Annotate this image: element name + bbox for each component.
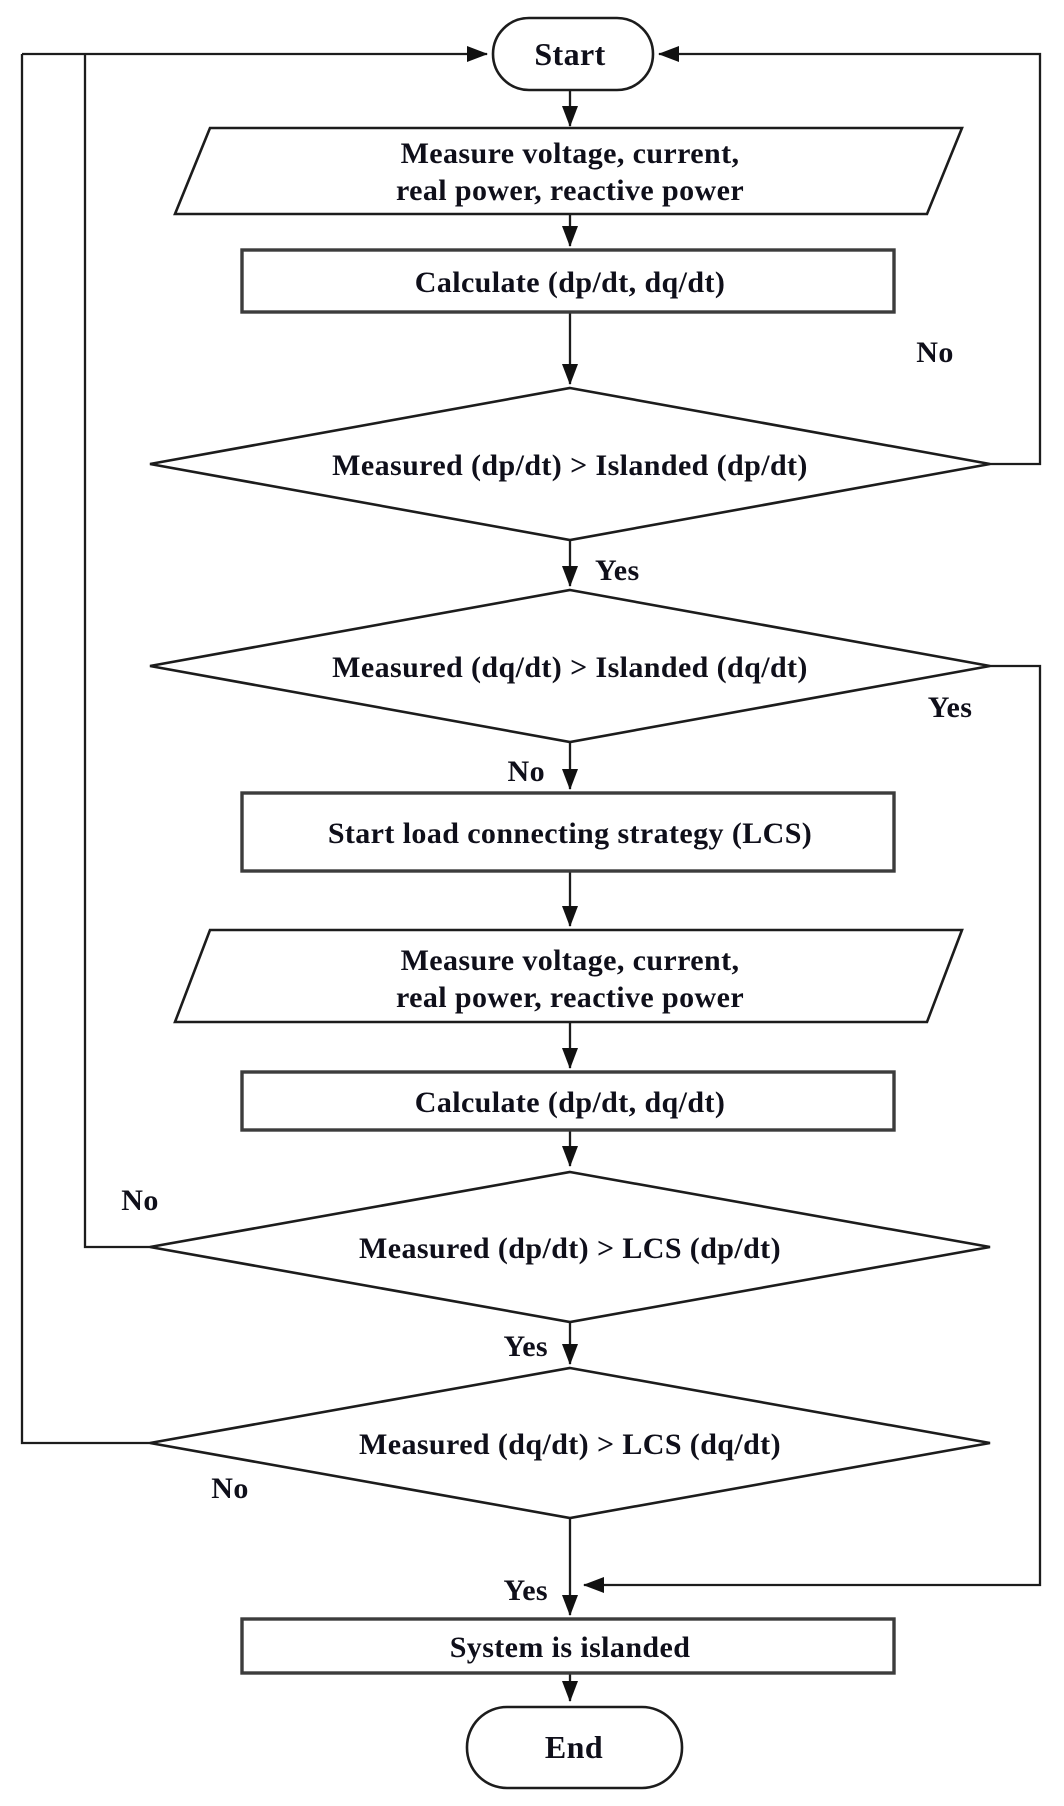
decision2-yes-label: Yes [928,691,973,724]
calculate1-node [240,248,896,314]
decision1-no-label: No [916,336,953,369]
edge-decision4-no-rail [20,54,150,1445]
end-label: End [545,1729,603,1765]
calculate2-label: Calculate (dp/dt, dq/dt) [415,1086,725,1119]
decision4-no-label: No [211,1472,248,1505]
calculate1-label: Calculate (dp/dt, dq/dt) [415,266,725,299]
start-label: Start [534,36,605,72]
decision4-label: Measured (dq/dt) > LCS (dq/dt) [359,1428,781,1461]
decision4-yes-label: Yes [503,1574,548,1607]
decision1-label: Measured (dp/dt) > Islanded (dp/dt) [332,449,808,482]
decision1-node [149,386,991,542]
measure2-label-line1: Measure voltage, current, [401,944,740,977]
measure2-label-line2: real power, reactive power [396,981,744,1014]
decision2-no-label: No [508,755,545,788]
islanded-label: System is islanded [450,1631,691,1664]
decision3-label: Measured (dp/dt) > LCS (dp/dt) [359,1232,781,1265]
lcs-node [240,791,896,873]
edge-decision1-no-rail [658,46,1042,466]
decision4-node [149,1366,991,1520]
calculate2-node [240,1070,896,1132]
measure1-label-line2: real power, reactive power [396,174,744,207]
edge-decision2-yes-rail [583,664,1042,1593]
decision3-yes-label: Yes [503,1330,548,1363]
measure2-node [173,928,964,1024]
decision3-node [149,1170,991,1324]
islanded-node [240,1617,896,1675]
lcs-label: Start load connecting strategy (LCS) [328,817,812,850]
end-node [465,1705,684,1790]
measure1-node [173,126,964,216]
decision1-yes-label: Yes [595,554,640,587]
decision2-label: Measured (dq/dt) > Islanded (dq/dt) [332,651,808,684]
decision3-no-label: No [121,1184,158,1217]
start-node [491,16,655,92]
edge-decision3-no-rail [83,55,150,1249]
measure1-label-line1: Measure voltage, current, [401,137,740,170]
decision2-node [149,588,991,744]
